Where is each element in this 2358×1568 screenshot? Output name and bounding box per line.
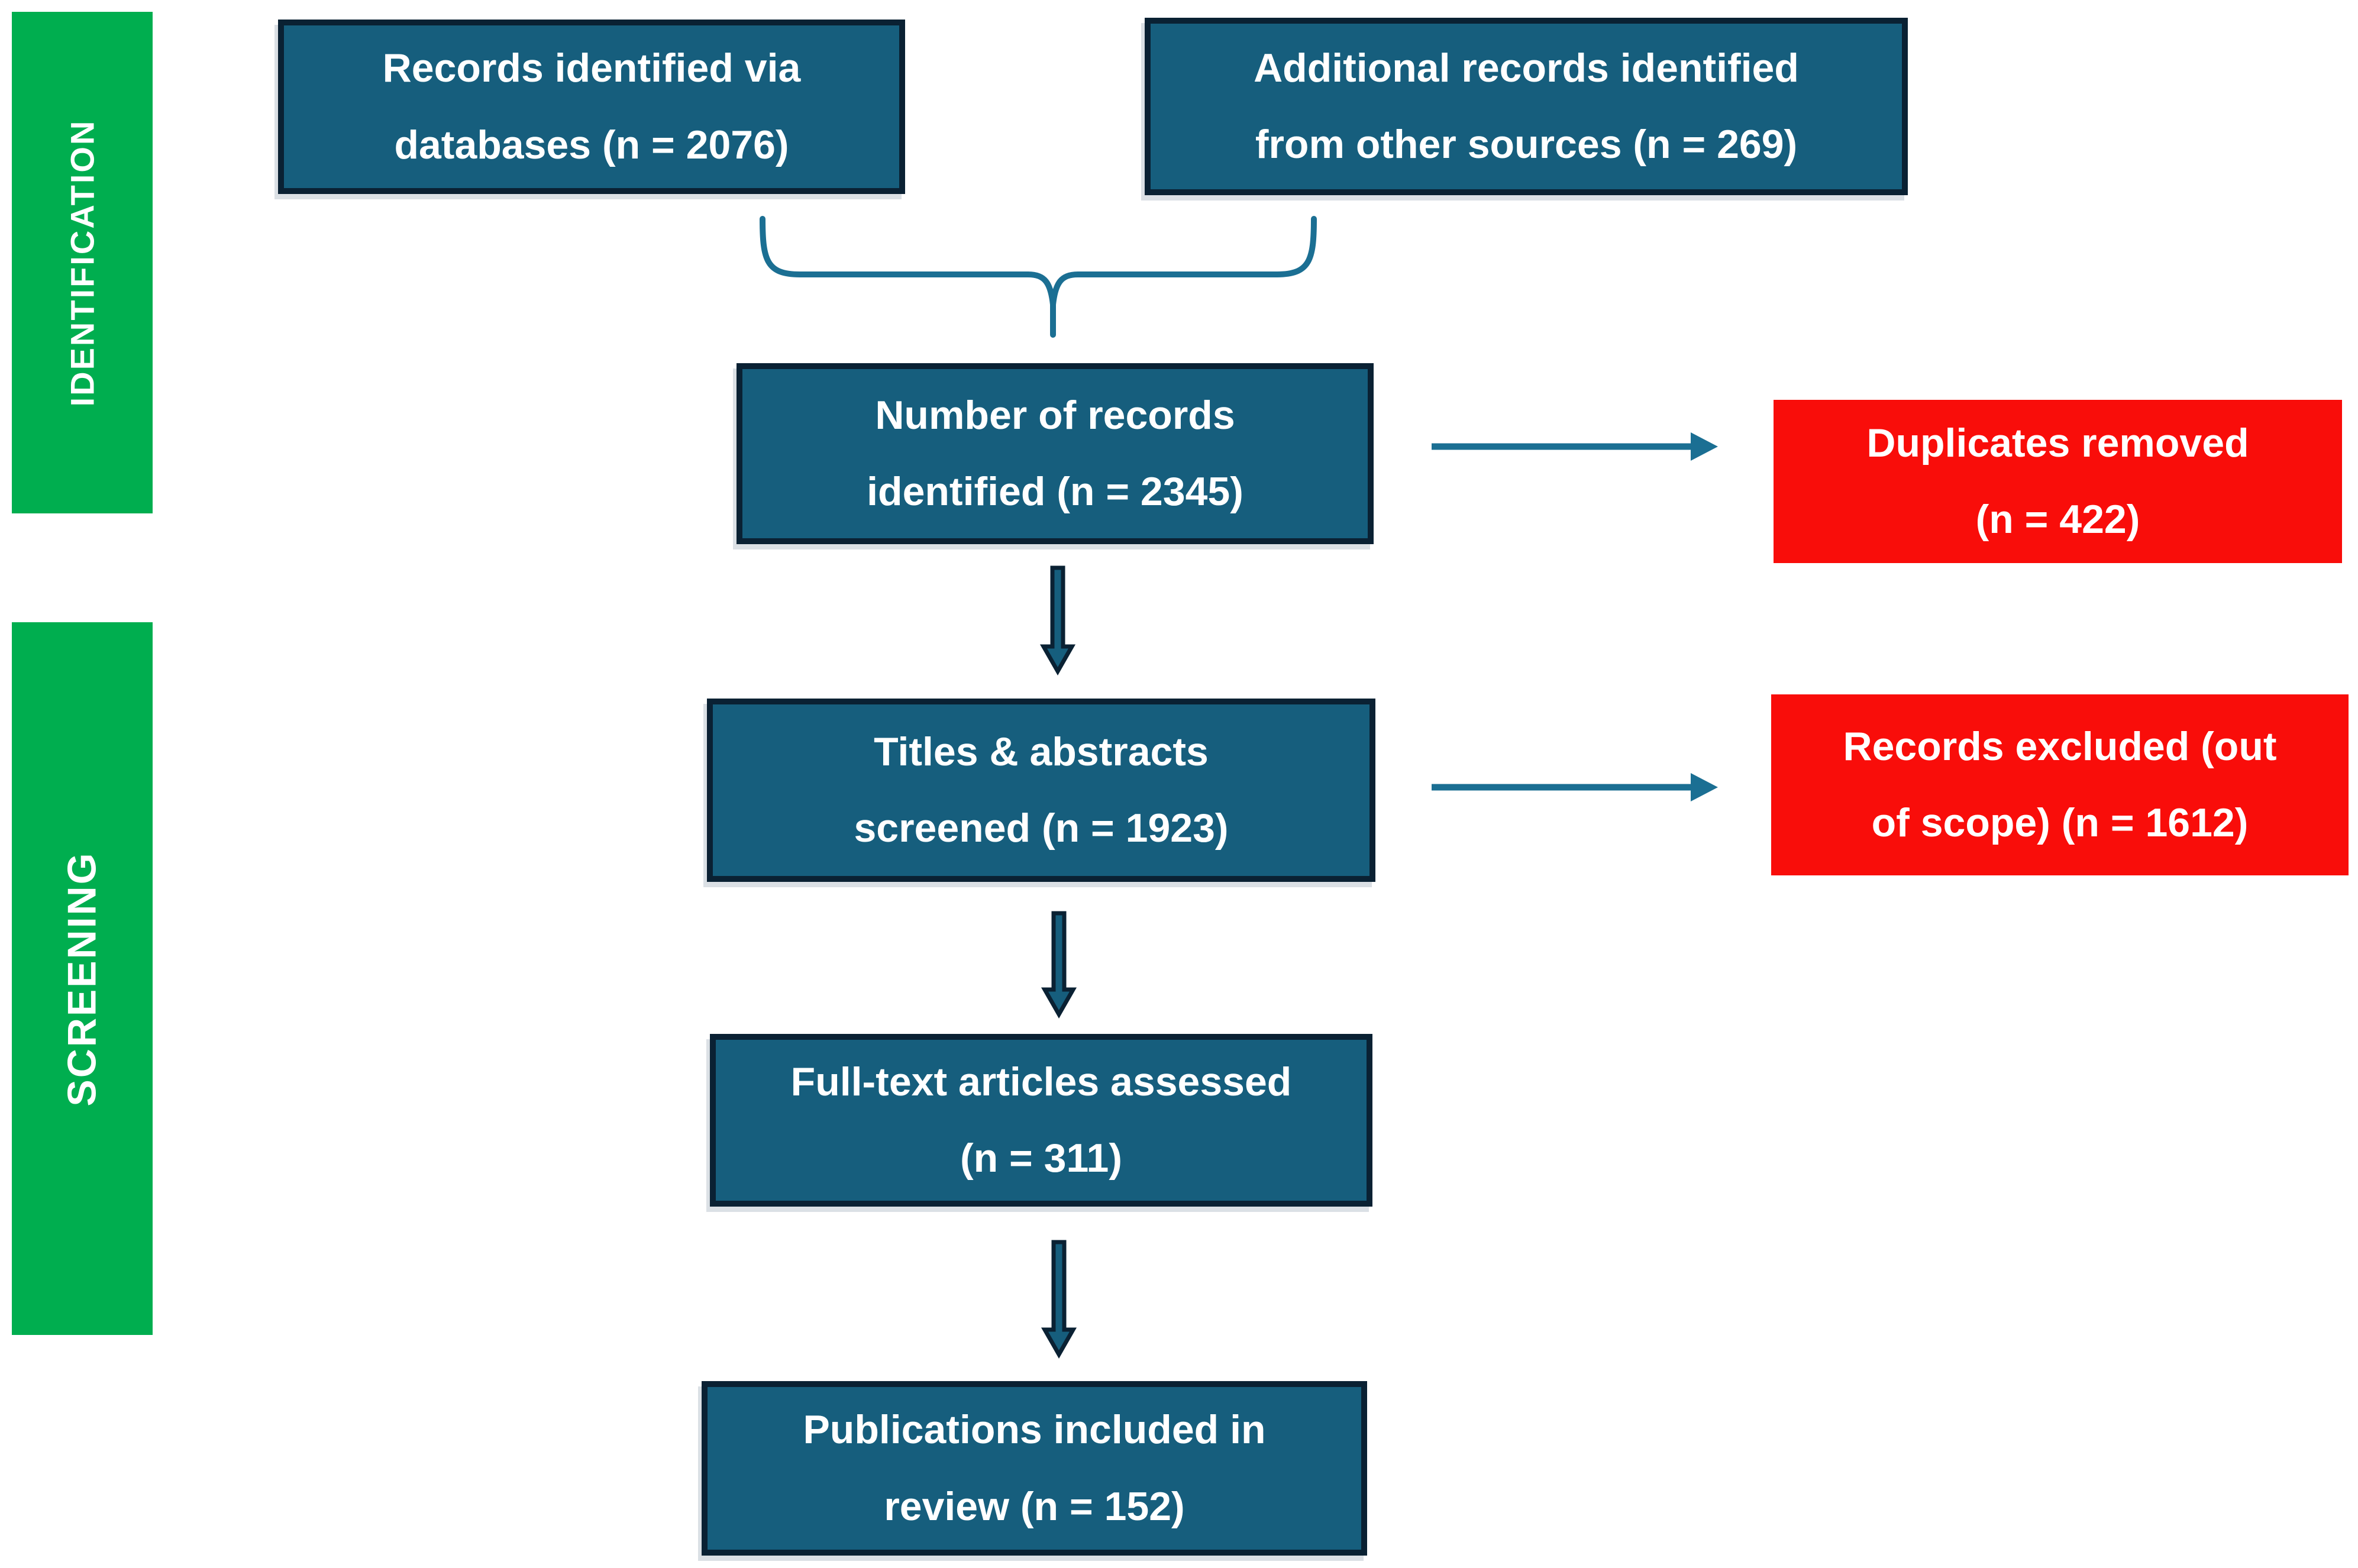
brace-connector [760,216,1317,338]
node-number-records-identified: Number of records identified (n = 2345) [737,363,1374,544]
node-line: (n = 422) [1975,497,2140,542]
node-line: of scope) (n = 1612) [1871,800,2249,845]
node-line: Additional records identified [1254,45,1799,90]
stage-label-screening-text: SCREENING [60,851,105,1107]
node-line: databases (n = 2076) [394,122,789,167]
node-additional-records-other-sources: Additional records identified from other… [1145,18,1908,195]
node-line: Records identified via [382,46,801,91]
node-line: Records excluded (out [1843,723,2277,769]
node-line: Publications included in [803,1407,1266,1453]
node-records-identified-databases: Records identified via databases (n = 20… [278,20,905,194]
stage-label-identification: IDENTIFICATION [12,12,153,513]
node-line: Number of records [875,392,1235,438]
node-line: Titles & abstracts [874,729,1209,774]
node-records-excluded-out-of-scope: Records excluded (out of scope) (n = 161… [1771,694,2349,875]
stage-label-identification-text: IDENTIFICATION [63,119,101,406]
node-duplicates-removed: Duplicates removed (n = 422) [1774,400,2342,563]
node-titles-abstracts-screened: Titles & abstracts screened (n = 1923) [707,699,1375,882]
node-line: from other sources (n = 269) [1255,122,1798,167]
arrow-down-identified-to-screened [1039,565,1076,676]
node-line: identified (n = 2345) [867,469,1243,514]
node-fulltext-articles-assessed: Full-text articles assessed (n = 311) [710,1034,1372,1207]
node-line: Duplicates removed [1866,420,2249,465]
arrow-right-duplicates-head [1691,432,1718,461]
arrow-down-screened-to-fulltext [1041,911,1077,1019]
node-line: Full-text articles assessed [790,1059,1292,1104]
node-line: (n = 311) [960,1136,1123,1181]
arrow-right-excluded-head [1691,773,1718,801]
node-line: review (n = 152) [884,1483,1185,1529]
arrow-down-fulltext-to-included [1041,1240,1077,1359]
node-line: screened (n = 1923) [854,806,1229,851]
stage-label-screening: SCREENING [12,622,153,1335]
node-publications-included-review: Publications included in review (n = 152… [702,1381,1367,1556]
